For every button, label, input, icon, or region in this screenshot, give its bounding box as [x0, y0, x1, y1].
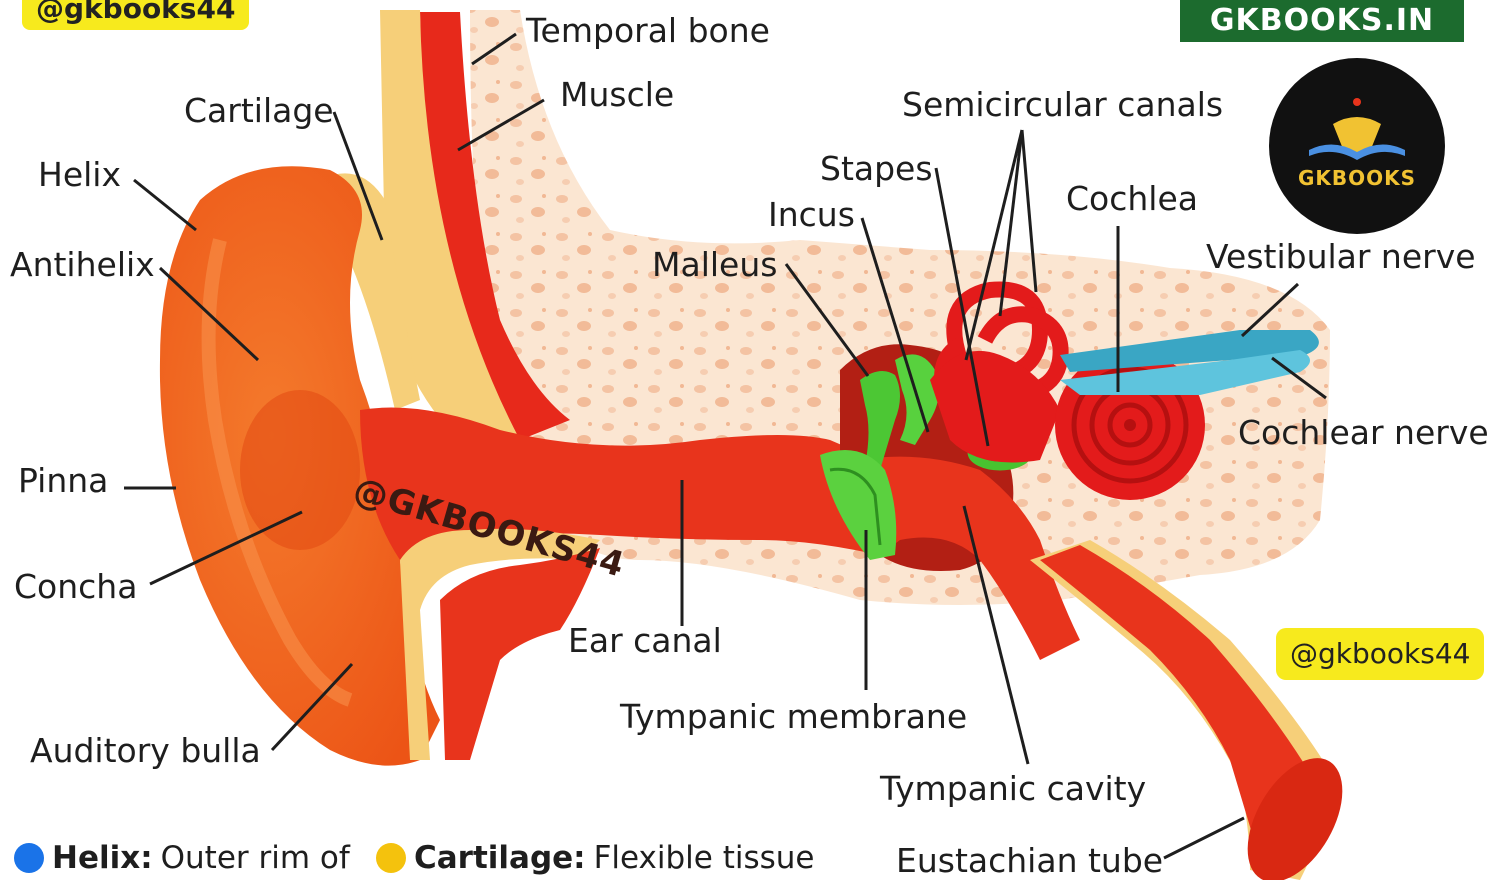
label-tympanic-membrane: Tympanic membrane — [620, 700, 967, 733]
legend-desc: Outer rim of — [161, 840, 350, 876]
label-concha: Concha — [14, 570, 137, 603]
handle-badge: @gkbooks44 — [1276, 628, 1484, 680]
legend-term: Helix: — [52, 840, 153, 876]
label-cochlea: Cochlea — [1066, 182, 1198, 215]
label-cochlear-nerve: Cochlear nerve — [1238, 416, 1489, 449]
blue-dot-icon — [14, 843, 44, 873]
brand-banner[interactable]: GKBOOKS.IN — [1180, 0, 1464, 42]
label-semicircular-canals: Semicircular canals — [902, 88, 1223, 121]
label-pinna: Pinna — [18, 464, 108, 497]
label-antihelix: Antihelix — [10, 248, 155, 281]
watermark-top: @gkbooks44 — [22, 0, 249, 30]
label-eustachian-tube: Eustachian tube — [896, 844, 1163, 877]
legend-term: Cartilage: — [414, 840, 586, 876]
label-tympanic-cavity: Tympanic cavity — [880, 772, 1146, 805]
label-stapes: Stapes — [820, 152, 933, 185]
logo-text: GKBOOKS — [1269, 166, 1445, 190]
label-auditory-bulla: Auditory bulla — [30, 734, 261, 767]
label-vestibular-nerve: Vestibular nerve — [1206, 240, 1476, 273]
legend-item-cartilage: Cartilage: Flexible tissue — [376, 840, 815, 876]
label-incus: Incus — [768, 198, 855, 231]
book-icon — [1269, 58, 1445, 234]
legend-desc: Flexible tissue — [594, 840, 815, 876]
gkbooks-logo: GKBOOKS — [1269, 58, 1445, 234]
label-muscle: Muscle — [560, 78, 674, 111]
legend-item-helix: Helix: Outer rim of — [14, 840, 350, 876]
yellow-dot-icon — [376, 843, 406, 873]
label-malleus: Malleus — [652, 248, 777, 281]
label-helix: Helix — [38, 158, 121, 191]
label-ear-canal: Ear canal — [568, 624, 722, 657]
label-temporal-bone: Temporal bone — [526, 14, 770, 47]
label-cartilage: Cartilage — [184, 94, 334, 127]
